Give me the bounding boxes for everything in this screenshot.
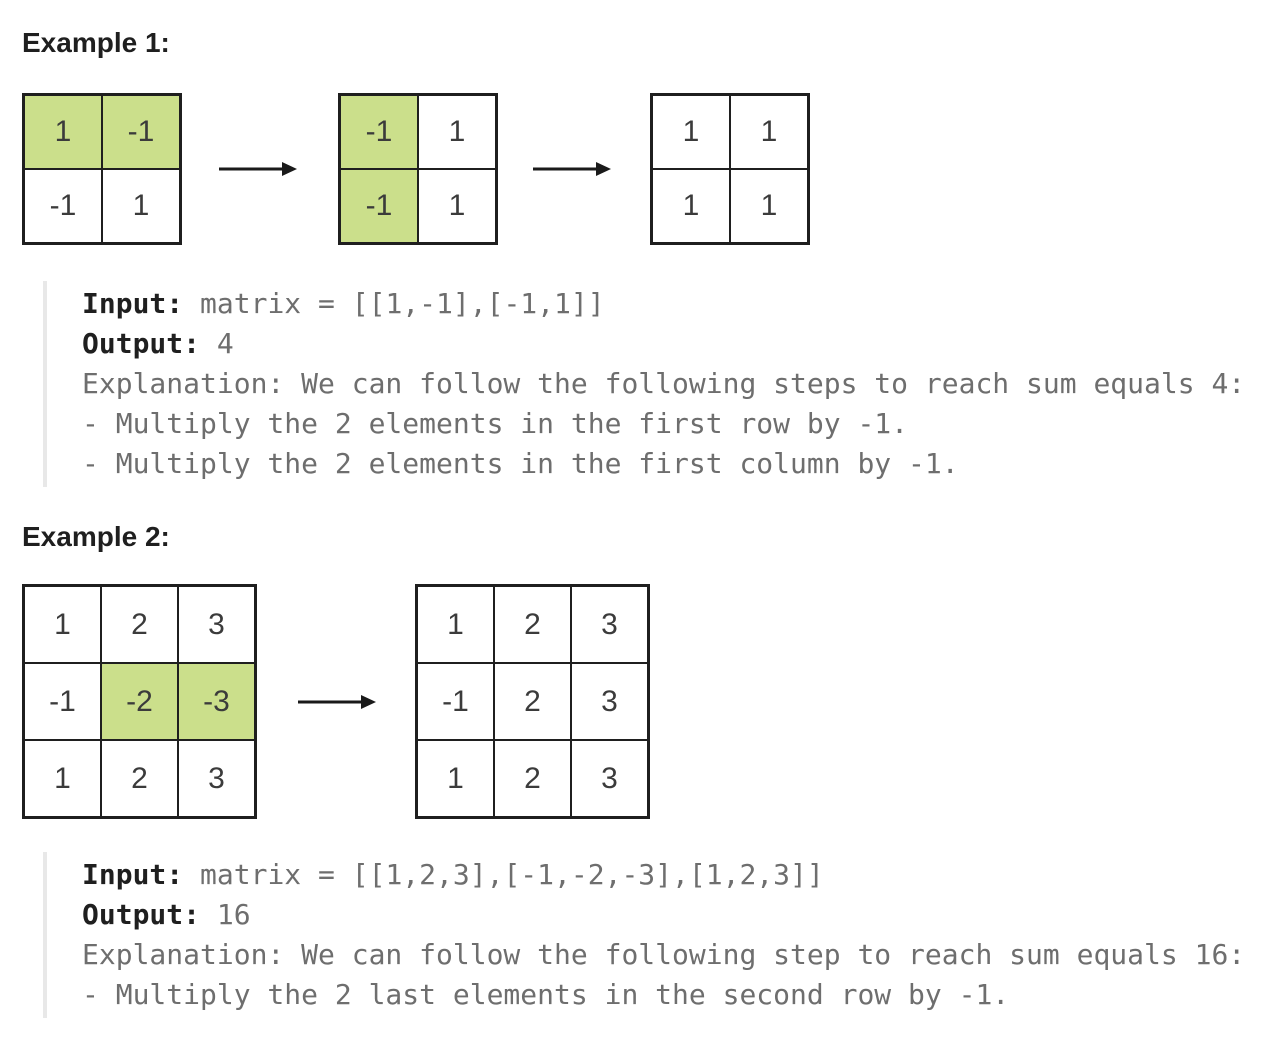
matrix-cell: 2	[101, 586, 178, 663]
matrix-cell: 1	[730, 95, 808, 169]
matrix-cell: 1	[417, 586, 494, 663]
matrix-cell: -1	[340, 169, 418, 243]
matrix-cell: 1	[730, 169, 808, 243]
output-label: Output:	[82, 898, 201, 931]
code-line: - Multiply the 2 elements in the first c…	[82, 444, 1266, 484]
explanation-text: Explanation: We can follow the following…	[82, 367, 1246, 400]
explanation-step: - Multiply the 2 elements in the first r…	[82, 407, 909, 440]
matrix-cell: -1	[24, 169, 102, 243]
problem-description: Example 1: 1 -1 -1 1 -1 1 -1 1 1 1 1 1	[22, 27, 1266, 1018]
code-line: Output: 16	[82, 895, 1266, 935]
output-value: 16	[200, 898, 251, 931]
matrix-cell: 2	[494, 740, 571, 817]
matrix-cell: 1	[24, 586, 101, 663]
matrix-cell: 1	[24, 740, 101, 817]
example1-matrix-step1: -1 1 -1 1	[338, 93, 498, 245]
matrix-cell: -1	[417, 663, 494, 740]
input-value: matrix = [[1,-1],[-1,1]]	[183, 287, 605, 320]
matrix-cell: 2	[494, 586, 571, 663]
code-line: Input: matrix = [[1,2,3],[-1,-2,-3],[1,2…	[82, 855, 1266, 895]
explanation-step: - Multiply the 2 last elements in the se…	[82, 978, 1010, 1011]
matrix-cell: -1	[340, 95, 418, 169]
matrix-cell: 2	[101, 740, 178, 817]
matrix-cell: 3	[178, 586, 255, 663]
matrix-cell: 1	[652, 169, 730, 243]
matrix-cell: 3	[571, 663, 648, 740]
input-label: Input:	[82, 287, 184, 320]
example2-heading: Example 2:	[22, 521, 170, 552]
right-arrow-icon	[298, 694, 376, 709]
matrix-cell: 1	[24, 95, 102, 169]
code-line: Explanation: We can follow the following…	[82, 935, 1266, 975]
matrix-cell: -1	[102, 95, 180, 169]
matrix-cell: 1	[418, 95, 496, 169]
explanation-text: Explanation: We can follow the following…	[82, 938, 1246, 971]
code-line: - Multiply the 2 elements in the first r…	[82, 404, 1266, 444]
matrix-cell: 3	[178, 740, 255, 817]
matrix-cell: 3	[571, 740, 648, 817]
example1-matrix-initial: 1 -1 -1 1	[22, 93, 182, 245]
code-line: - Multiply the 2 last elements in the se…	[82, 975, 1266, 1015]
matrix-cell: 1	[102, 169, 180, 243]
example1-matrix-result: 1 1 1 1	[650, 93, 810, 245]
output-label: Output:	[82, 327, 201, 360]
matrix-cell: 1	[418, 169, 496, 243]
matrix-cell: -2	[101, 663, 178, 740]
matrix-cell: 1	[417, 740, 494, 817]
input-value: matrix = [[1,2,3],[-1,-2,-3],[1,2,3]]	[183, 858, 824, 891]
code-line: Explanation: We can follow the following…	[82, 364, 1266, 404]
right-arrow-icon	[533, 162, 611, 176]
example2-matrix-initial: 1 2 3 -1 -2 -3 1 2 3	[22, 584, 257, 819]
input-label: Input:	[82, 858, 184, 891]
matrix-cell: 2	[494, 663, 571, 740]
code-line: Input: matrix = [[1,-1],[-1,1]]	[82, 284, 1266, 324]
example1-diagram: 1 -1 -1 1 -1 1 -1 1 1 1 1 1	[22, 93, 1266, 245]
right-arrow-icon	[219, 162, 297, 176]
example1-heading: Example 1:	[22, 27, 170, 58]
matrix-cell: 3	[571, 586, 648, 663]
explanation-step: - Multiply the 2 elements in the first c…	[82, 447, 959, 480]
example2-matrix-result: 1 2 3 -1 2 3 1 2 3	[415, 584, 650, 819]
example1-code-block: Input: matrix = [[1,-1],[-1,1]] Output: …	[43, 281, 1266, 487]
example2-diagram: 1 2 3 -1 -2 -3 1 2 3 1 2 3 -1 2 3 1 2 3	[22, 584, 1266, 819]
example2-code-block: Input: matrix = [[1,2,3],[-1,-2,-3],[1,2…	[43, 852, 1266, 1018]
matrix-cell: -1	[24, 663, 101, 740]
output-value: 4	[200, 327, 234, 360]
matrix-cell: -3	[178, 663, 255, 740]
code-line: Output: 4	[82, 324, 1266, 364]
matrix-cell: 1	[652, 95, 730, 169]
